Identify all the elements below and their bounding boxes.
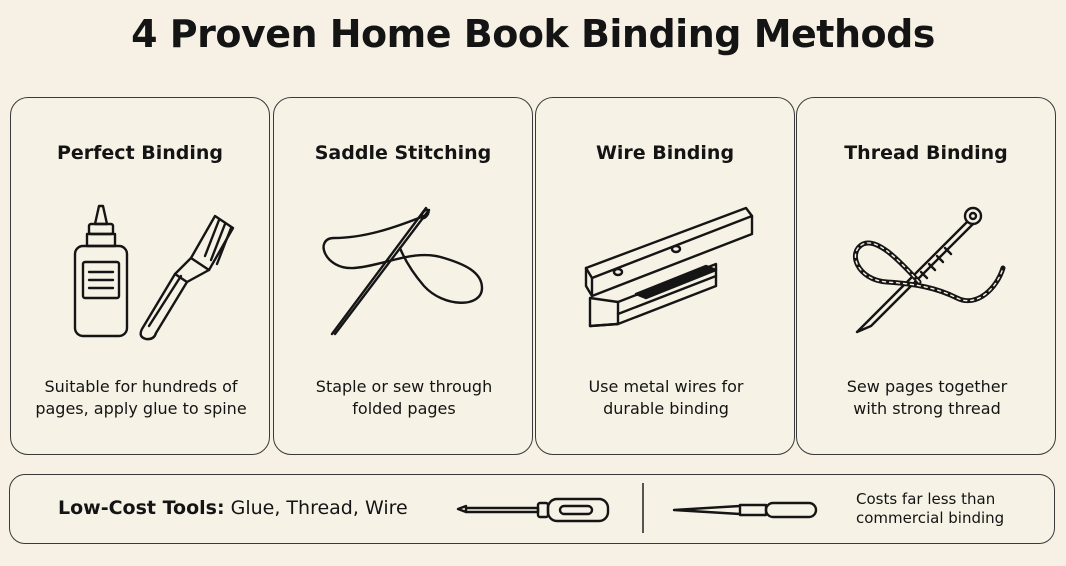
- cost-note: Costs far less than commercial binding: [856, 490, 1004, 528]
- tools-summary: Low-Cost Tools: Glue, Thread, Wire: [58, 497, 408, 519]
- method-card-saddle-stitching: Saddle Stitching Staple or sew through f…: [273, 97, 533, 455]
- binding-clamp-icon: [584, 206, 754, 328]
- tools-list: Glue, Thread, Wire: [224, 497, 408, 519]
- method-card-wire-binding: Wire Binding Use metal wires for durable…: [535, 97, 795, 455]
- method-description: Suitable for hundreds of pages, apply gl…: [21, 376, 261, 420]
- method-description: Sew pages together with strong thread: [807, 376, 1047, 420]
- method-title: Wire Binding: [595, 142, 735, 164]
- method-description: Staple or sew through folded pages: [284, 376, 524, 420]
- description-line: Use metal wires for: [588, 377, 744, 396]
- note-line: Costs far less than: [856, 490, 996, 508]
- method-card-perfect-binding: Perfect Binding Suitable for hundreds of…: [10, 97, 270, 455]
- awl-icon: [672, 501, 818, 519]
- description-line: with strong thread: [853, 399, 1001, 418]
- description-line: Suitable for hundreds of: [44, 377, 238, 396]
- screwdriver-icon: [456, 497, 610, 523]
- page-title: 4 Proven Home Book Binding Methods: [131, 12, 935, 56]
- needle-and-thread-icon: [322, 206, 484, 336]
- glue-bottle-and-brush-icon: [73, 204, 235, 341]
- needle-and-twisted-thread-icon: [852, 206, 1006, 334]
- method-description: Use metal wires for durable binding: [546, 376, 786, 420]
- description-line: folded pages: [352, 399, 456, 418]
- method-title: Saddle Stitching: [314, 142, 492, 164]
- tools-footer: Low-Cost Tools: Glue, Thread, Wire Costs…: [9, 474, 1055, 544]
- note-line: commercial binding: [856, 509, 1005, 527]
- description-line: Sew pages together: [846, 377, 1008, 396]
- footer-divider: [642, 483, 644, 533]
- tools-label: Low-Cost Tools:: [58, 497, 225, 519]
- method-title: Thread Binding: [844, 142, 1008, 164]
- description-line: durable binding: [603, 399, 729, 418]
- description-line: Staple or sew through: [315, 377, 493, 396]
- method-title: Perfect Binding: [56, 142, 224, 164]
- method-card-thread-binding: Thread Binding Sew pages together with s…: [796, 97, 1056, 455]
- description-line: pages, apply glue to spine: [35, 399, 247, 418]
